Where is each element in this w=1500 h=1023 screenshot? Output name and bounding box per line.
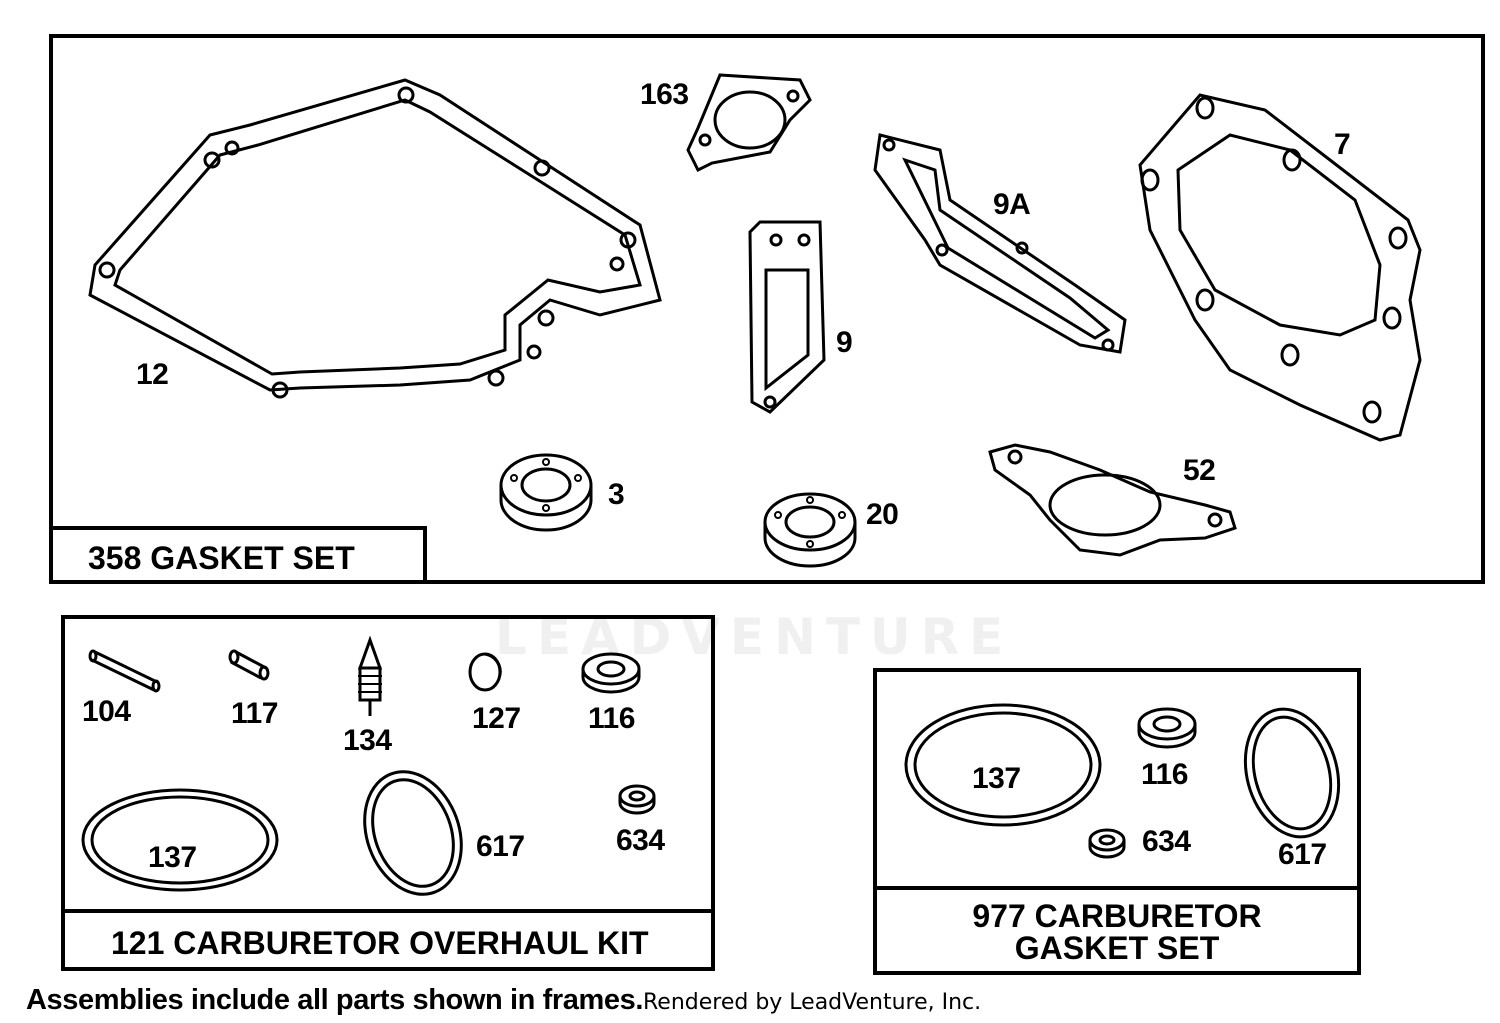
- part-label-116-set: 116: [1141, 758, 1188, 791]
- part-label-104: 104: [82, 695, 131, 728]
- gasket-163-drawing: [686, 73, 812, 173]
- part-label-20: 20: [866, 498, 899, 531]
- washer-116-set-drawing: [1137, 707, 1197, 749]
- plug-127-drawing: [468, 652, 502, 692]
- part-label-7: 7: [1334, 128, 1351, 161]
- washer-116-drawing: [581, 652, 641, 694]
- part-label-134: 134: [343, 724, 392, 757]
- ring-617-set-drawing: [1243, 707, 1341, 839]
- washer-634-kit-drawing: [618, 784, 656, 815]
- part-label-12: 12: [136, 358, 169, 391]
- gasket-set-title-text: 358 GASKET SET: [88, 540, 355, 576]
- footer-credit: Rendered by LeadVenture, Inc.: [642, 990, 982, 1015]
- part-label-617-set: 617: [1278, 838, 1327, 871]
- seal-3-drawing: [499, 453, 593, 532]
- part-label-52: 52: [1183, 454, 1216, 487]
- head-gasket-drawing: [1138, 93, 1422, 442]
- part-label-634-set: 634: [1142, 825, 1191, 858]
- part-label-9: 9: [836, 326, 853, 359]
- gasket-52-drawing: [988, 443, 1237, 557]
- part-label-617-kit: 617: [476, 830, 525, 863]
- oring-137-set-drawing: [904, 703, 1102, 827]
- gasket-9a-drawing: [873, 133, 1127, 354]
- gasket-9-drawing: [748, 220, 826, 414]
- part-label-116-kit: 116: [588, 702, 635, 735]
- seal-20-drawing: [763, 492, 857, 568]
- needle-134-drawing: [357, 635, 383, 716]
- footer: Assemblies include all parts shown in fr…: [26, 984, 981, 1017]
- oring-137-kit-drawing: [81, 788, 279, 892]
- pin-104-drawing: [88, 649, 161, 693]
- part-label-163: 163: [640, 78, 689, 111]
- washer-634-set-drawing: [1088, 828, 1126, 859]
- overhaul-kit-title-text: 121 CARBURETOR OVERHAUL KIT: [111, 925, 649, 961]
- footer-note: Assemblies include all parts shown in fr…: [26, 984, 643, 1016]
- part-label-634-kit: 634: [616, 824, 665, 857]
- overhaul-kit-title: 121 CARBURETOR OVERHAUL KIT: [61, 909, 715, 971]
- carb-gasket-set-title-line2: GASKET SET: [1014, 930, 1220, 966]
- part-label-137-kit: 137: [148, 841, 197, 874]
- crankcase-gasket-drawing: [88, 78, 662, 399]
- carb-gasket-set-title: 977 CARBURETOR GASKET SET: [873, 886, 1361, 975]
- part-label-137-set: 137: [972, 762, 1021, 795]
- part-label-127: 127: [472, 702, 521, 735]
- part-label-9a: 9A: [993, 188, 1031, 221]
- part-label-3: 3: [608, 478, 625, 511]
- gasket-set-frame: [49, 34, 1485, 584]
- ring-617-kit-drawing: [363, 770, 463, 896]
- carb-gasket-set-title-line1: 977 CARBURETOR: [972, 898, 1262, 934]
- pin-117-drawing: [228, 649, 270, 681]
- gasket-set-title: 358 GASKET SET: [49, 526, 427, 584]
- part-label-117: 117: [231, 697, 278, 730]
